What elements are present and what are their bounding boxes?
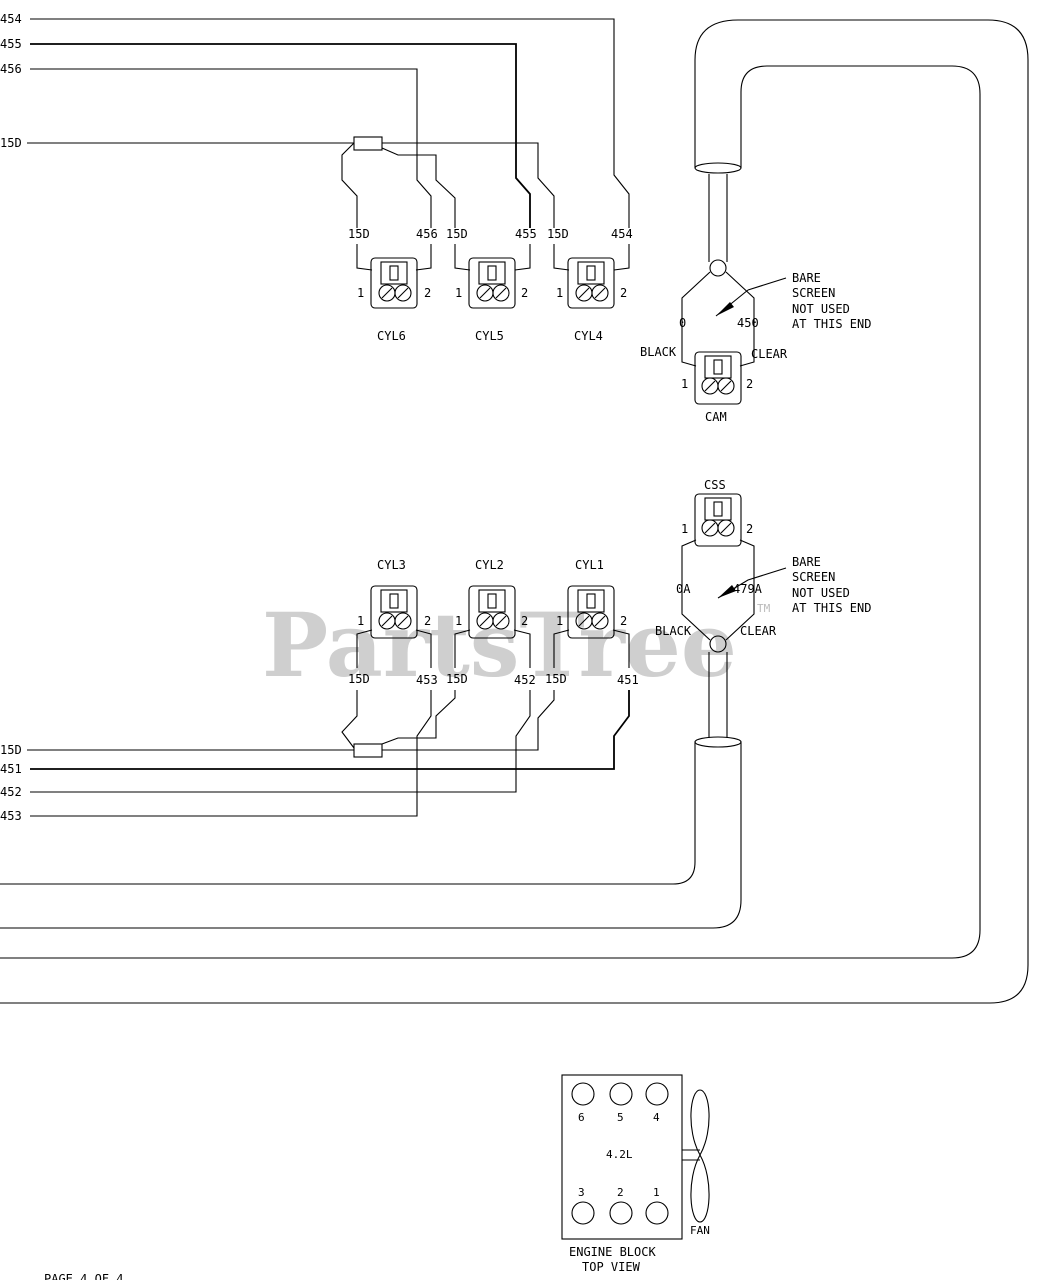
connector-cyl5: 15D 455 1 2 CYL5 (446, 227, 537, 343)
css-left-wire: 0A (676, 582, 691, 596)
cyl6-left-wire: 15D (348, 227, 370, 241)
page-label: PAGE 4 OF 4 (44, 1272, 123, 1280)
cyl5-pin2: 2 (521, 286, 528, 300)
cyl-num-1: 1 (653, 1186, 660, 1199)
cam-left-wire: 0 (679, 316, 686, 330)
cyl3-left-wire: 15D (348, 672, 370, 686)
cam-right-wire: 450 (737, 316, 759, 330)
displacement-label: 4.2L (606, 1148, 633, 1161)
svg-text:SCREEN: SCREEN (792, 570, 835, 584)
css-left-color: BLACK (655, 624, 692, 638)
cyl3-pin1: 1 (357, 614, 364, 628)
cyl-num-3: 3 (578, 1186, 585, 1199)
wire-15d-bottom-label: 15D (0, 743, 22, 757)
cyl2-left-wire: 15D (446, 672, 468, 686)
bottom-wires (27, 690, 630, 817)
svg-text:AT THIS END: AT THIS END (792, 601, 871, 615)
cyl-num-5: 5 (617, 1111, 624, 1124)
wire-456-label: 456 (0, 62, 22, 76)
cyl4-left-wire: 15D (547, 227, 569, 241)
cyl5-right-wire: 455 (515, 227, 537, 241)
cyl2-right-wire: 452 (514, 673, 536, 687)
cyl1-left-wire: 15D (545, 672, 567, 686)
harness-mid-loop-2 (0, 742, 742, 929)
cam-sensor: 0 450 BLACK CLEAR 1 2 CAM (640, 174, 788, 424)
cyl3-label: CYL3 (377, 558, 406, 572)
cyl5-label: CYL5 (475, 329, 504, 343)
cyl3-pin2: 2 (424, 614, 431, 628)
cyl5-pin1: 1 (455, 286, 462, 300)
cyl1-pin2: 2 (620, 614, 627, 628)
harness-outer (0, 19, 1029, 1004)
svg-text:AT THIS END: AT THIS END (792, 317, 871, 331)
cyl3-right-wire: 453 (416, 673, 438, 687)
wire-452-label: 452 (0, 785, 22, 799)
wire-15d-label: 15D (0, 136, 22, 150)
cam-pin1: 1 (681, 377, 688, 391)
svg-text:BARE: BARE (792, 271, 821, 285)
wire-451-label: 451 (0, 762, 22, 776)
cyl2-label: CYL2 (475, 558, 504, 572)
engine-block-top-view: 6 5 4 3 2 1 4.2L FAN ENGINE BLOCK TOP VI… (561, 1074, 710, 1274)
connector-cyl1: CYL1 1 2 15D 451 (545, 558, 639, 687)
trademark: TM (757, 602, 771, 615)
svg-text:SCREEN: SCREEN (792, 286, 835, 300)
connector-cyl6: 15D 456 1 2 CYL6 (348, 227, 438, 343)
cyl6-label: CYL6 (377, 329, 406, 343)
css-pin2: 2 (746, 522, 753, 536)
engine-block-caption-1: ENGINE BLOCK (569, 1245, 656, 1259)
cyl1-right-wire: 451 (617, 673, 639, 687)
fan-label: FAN (690, 1224, 710, 1237)
fan-icon (690, 1089, 710, 1223)
wire-454-label: 454 (0, 12, 22, 26)
harness-mid-loop (0, 742, 696, 885)
svg-text:NOT USED: NOT USED (792, 302, 850, 316)
cyl2-pin1: 1 (455, 614, 462, 628)
cam-pin2: 2 (746, 377, 753, 391)
css-pin1: 1 (681, 522, 688, 536)
css-right-wire: 479A (733, 582, 763, 596)
cyl6-right-wire: 456 (416, 227, 438, 241)
cyl-num-4: 4 (653, 1111, 660, 1124)
cyl5-left-wire: 15D (446, 227, 468, 241)
cyl4-label: CYL4 (574, 329, 603, 343)
top-wires (27, 18, 630, 228)
cyl4-right-wire: 454 (611, 227, 633, 241)
cyl-num-2: 2 (617, 1186, 624, 1199)
connector-cyl2: CYL2 1 2 15D 452 (446, 558, 536, 687)
cyl6-pin2: 2 (424, 286, 431, 300)
svg-text:NOT USED: NOT USED (792, 586, 850, 600)
wire-455-label: 455 (0, 37, 22, 51)
cyl1-label: CYL1 (575, 558, 604, 572)
cyl-num-6: 6 (578, 1111, 585, 1124)
cyl4-pin2: 2 (620, 286, 627, 300)
cam-screen-note: BARE SCREEN NOT USED AT THIS END (792, 271, 871, 331)
css-right-color: CLEAR (740, 624, 777, 638)
css-sensor: CSS 1 2 0A 479A BLACK CLEAR (655, 478, 787, 738)
cam-label: CAM (705, 410, 727, 424)
cam-right-color: CLEAR (751, 347, 788, 361)
svg-text:BARE: BARE (792, 555, 821, 569)
cyl4-pin1: 1 (556, 286, 563, 300)
connector-cyl4: 15D 454 1 2 CYL4 (547, 227, 633, 343)
css-label: CSS (704, 478, 726, 492)
cyl1-pin1: 1 (556, 614, 563, 628)
cable-end-bottom (694, 736, 742, 748)
css-screen-note: BARE SCREEN NOT USED AT THIS END (792, 555, 871, 615)
cyl6-pin1: 1 (357, 286, 364, 300)
engine-block-caption-2: TOP VIEW (582, 1260, 641, 1274)
connector-cyl3: CYL3 1 2 15D 453 (348, 558, 438, 687)
harness-inner (0, 65, 981, 959)
cyl2-pin2: 2 (521, 614, 528, 628)
cable-end-top (694, 162, 742, 174)
wire-453-label: 453 (0, 809, 22, 823)
cam-left-color: BLACK (640, 345, 677, 359)
watermark: PartsTree (262, 593, 737, 697)
